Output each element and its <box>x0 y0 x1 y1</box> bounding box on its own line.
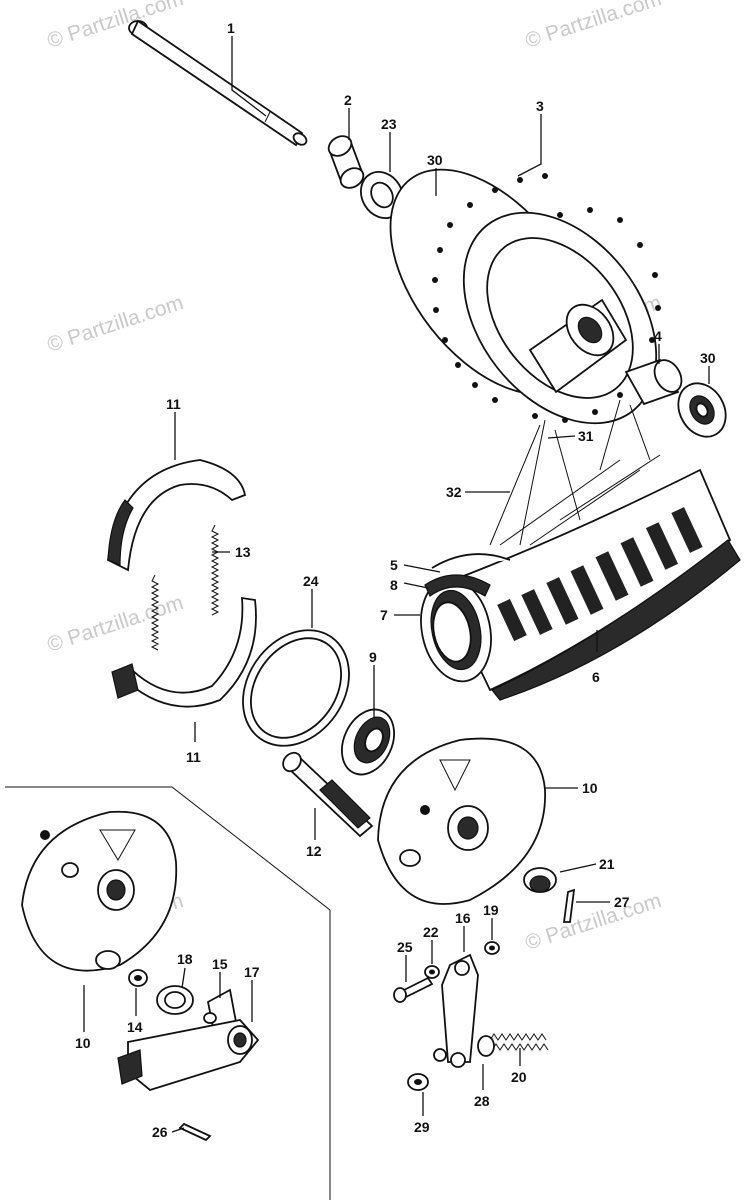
tire-tread <box>497 507 703 642</box>
seal-ring-part-24 <box>242 629 350 747</box>
brake-arm-part-16 <box>433 953 479 1068</box>
cotter-pin-part-26 <box>178 1122 212 1142</box>
bolt-part-25 <box>393 976 434 1003</box>
callout-2: 2 <box>344 92 352 108</box>
axle-part-1 <box>128 19 308 147</box>
callout-9: 9 <box>369 649 377 665</box>
watermark: © Partzilla.com <box>44 291 186 357</box>
callout-21: 21 <box>599 856 615 872</box>
callout-8: 8 <box>390 577 398 593</box>
tire-part-6 <box>438 468 741 701</box>
callout-10: 10 <box>75 1035 91 1051</box>
callout-18: 18 <box>177 951 193 967</box>
callout-32: 32 <box>446 484 462 500</box>
pin-part-27 <box>562 888 576 923</box>
callout-13: 13 <box>235 544 251 560</box>
inset-border <box>5 786 331 1200</box>
bearing-part-30-lower <box>677 382 727 438</box>
callout-27: 27 <box>614 894 630 910</box>
callout-24: 24 <box>303 573 319 589</box>
washer-part-14 <box>128 969 148 987</box>
indicator-plate-part-18 <box>156 985 194 1015</box>
callout-26: 26 <box>152 1124 168 1140</box>
callout-11: 11 <box>166 396 181 412</box>
brake-arm-part-17 <box>117 1019 260 1092</box>
spacer-part-4 <box>624 358 683 406</box>
callout-3: 3 <box>536 98 544 114</box>
shaft-part-12 <box>282 751 374 838</box>
spring-part-20 <box>477 1033 549 1057</box>
callout-1: 1 <box>227 20 235 36</box>
hub-part-3 <box>389 168 661 425</box>
watermark: © Partzilla.com <box>44 591 186 657</box>
brake-panel-part-10-left <box>21 810 178 972</box>
callout-10: 10 <box>582 780 598 796</box>
callout-17: 17 <box>244 964 260 980</box>
watermark: © Partzilla.com <box>522 0 664 53</box>
callout-labels: 1 2 23 30 3 4 30 31 32 5 8 7 6 11 13 11 … <box>75 20 716 1140</box>
leader-lines <box>83 36 710 1133</box>
spokes-part-31-32 <box>489 399 661 546</box>
callout-15: 15 <box>212 956 228 972</box>
callout-30: 30 <box>427 152 443 168</box>
callout-23: 23 <box>381 116 397 132</box>
callout-7: 7 <box>380 607 388 623</box>
callout-4: 4 <box>654 328 662 344</box>
callout-30: 30 <box>700 350 716 366</box>
tube-part-8 <box>424 574 491 597</box>
callout-31: 31 <box>578 428 594 444</box>
callout-12: 12 <box>306 843 322 859</box>
brake-shoe-part-11-upper <box>107 459 247 572</box>
brake-shoe-part-11-lower <box>111 596 257 708</box>
nut-part-21 <box>523 867 557 893</box>
gear-part-9 <box>341 708 395 776</box>
callout-11: 11 <box>186 749 201 765</box>
washer-part-22 <box>424 965 440 979</box>
rim-band-part-7 <box>420 577 492 683</box>
spring-part-13 <box>150 524 220 651</box>
rim-part-5 <box>431 553 511 569</box>
collar-part-2 <box>327 135 365 189</box>
callout-5: 5 <box>390 557 398 573</box>
callout-29: 29 <box>414 1119 430 1135</box>
callout-28: 28 <box>474 1093 490 1109</box>
hub-spoke-holes <box>432 173 661 423</box>
callout-14: 14 <box>127 1019 143 1035</box>
nut-part-29 <box>407 1073 429 1091</box>
callout-16: 16 <box>455 910 471 926</box>
brake-panel-part-10-right <box>377 737 546 905</box>
callout-20: 20 <box>511 1069 527 1085</box>
washer-part-19 <box>484 941 500 955</box>
callout-22: 22 <box>423 924 439 940</box>
callout-19: 19 <box>483 902 499 918</box>
watermark: © Partzilla.com <box>522 889 664 955</box>
callout-25: 25 <box>397 939 413 955</box>
callout-6: 6 <box>592 669 600 685</box>
